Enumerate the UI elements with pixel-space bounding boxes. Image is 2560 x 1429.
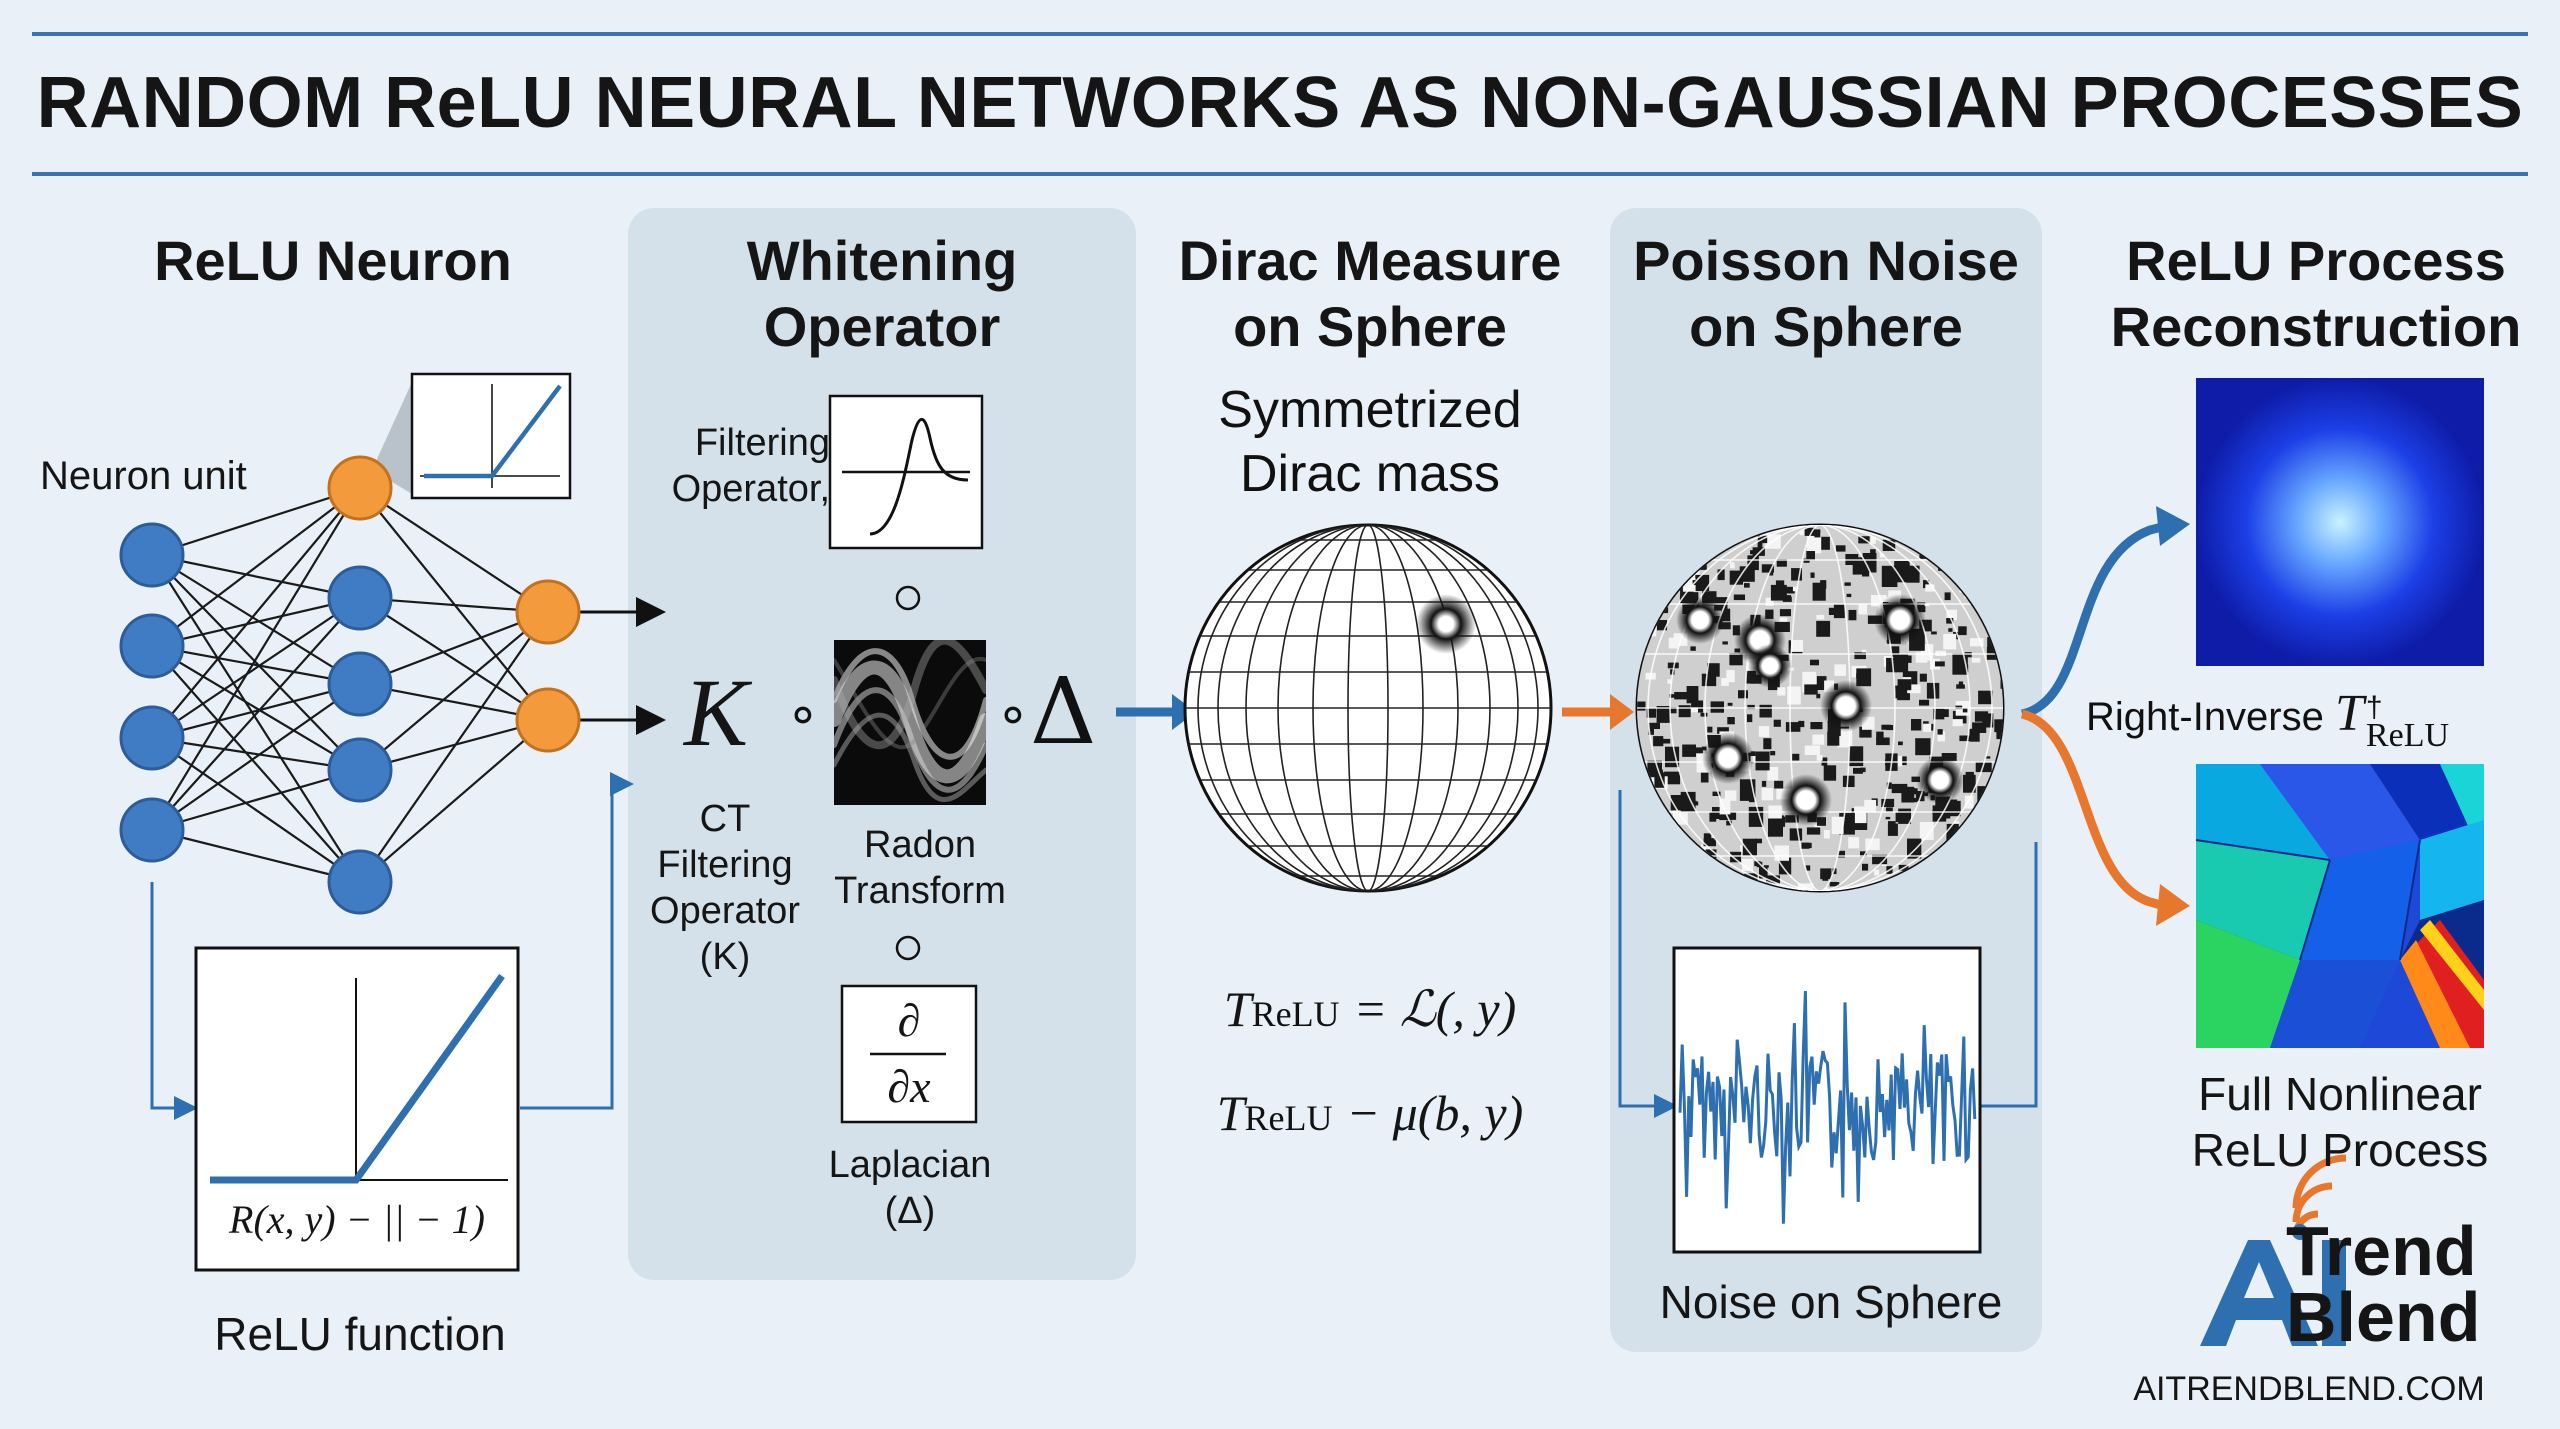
brand-name: Trend Blend [2286, 1212, 2481, 1356]
neuron-unit-label: Neuron unit [40, 454, 247, 498]
arrow-to-blob [2020, 521, 2168, 719]
compose-symbol-left: ∘ [786, 684, 820, 744]
relu-function-label: ReLU function [214, 1308, 506, 1360]
relu-neuron-title: ReLU Neuron [154, 229, 512, 292]
whitening-title: Whitening Operator [746, 229, 1018, 358]
connector-to-whitening [520, 772, 634, 1110]
page-title: RANDOM ReLU NEURAL NETWORKS AS NON-GAUSS… [36, 63, 2524, 143]
input-nodes [119, 522, 185, 863]
connector-to-relu-plot [150, 882, 198, 1120]
dirac-equation-2: TReLU − μ(b, y) [1216, 1085, 1524, 1141]
arrow-to-process [2020, 709, 2166, 911]
brand-url: AITRENDBLEND.COM [2133, 1370, 2485, 1408]
compose-circles [895, 585, 921, 961]
dirac-title: Dirac Measure on Sphere [1178, 229, 1562, 358]
reconstruction-blob-image [2196, 378, 2484, 666]
poisson-spots [1676, 594, 1964, 826]
zoom-relu-plot [410, 372, 572, 500]
dirac-mass-spot [1416, 594, 1476, 654]
connector-to-noise [1618, 790, 1678, 1118]
derivative-denominator: ∂x [887, 1061, 931, 1112]
laplacian-label: Laplacian (Δ) [828, 1144, 992, 1232]
brand-logo-mark [2200, 1154, 2347, 1346]
dirac-subtitle: Symmetrized Dirac mass [1218, 381, 1522, 503]
poisson-sphere-texture [1637, 525, 2003, 891]
full-process-image [2195, 764, 2484, 1048]
connector-from-noise [1980, 842, 2038, 1108]
poisson-title: Poisson Noise on Sphere [1633, 229, 2019, 358]
compose-symbol-right: ∘ [996, 684, 1030, 744]
full-process-label: Full Nonlinear ReLU Process [2191, 1068, 2489, 1176]
header-rule-bottom [32, 172, 2528, 176]
dirac-equation-1: TReLU = ℒ(, y) [1223, 981, 1517, 1037]
filtering-operator-label: Filtering Operator, [671, 422, 830, 510]
relu-formula: R(x, y) − || − 1) [229, 1197, 485, 1242]
hidden-nodes [327, 455, 393, 915]
derivative-numerator: ∂ [897, 995, 921, 1046]
right-inverse-label: Right-Inverse T†ReLU [2086, 685, 2450, 754]
ct-filtering-label: CT Filtering Operator (K) [650, 798, 800, 978]
noise-on-sphere-label: Noise on Sphere [1659, 1276, 2003, 1328]
delta-symbol: Δ [1030, 658, 1097, 765]
output-nodes [515, 579, 581, 753]
header-rule-top [32, 32, 2528, 36]
radon-transform-label: Radon Transform [834, 824, 1006, 912]
k-operator-symbol: K [684, 659, 749, 766]
reconstruction-title: ReLU Process Reconstruction [2110, 229, 2522, 358]
